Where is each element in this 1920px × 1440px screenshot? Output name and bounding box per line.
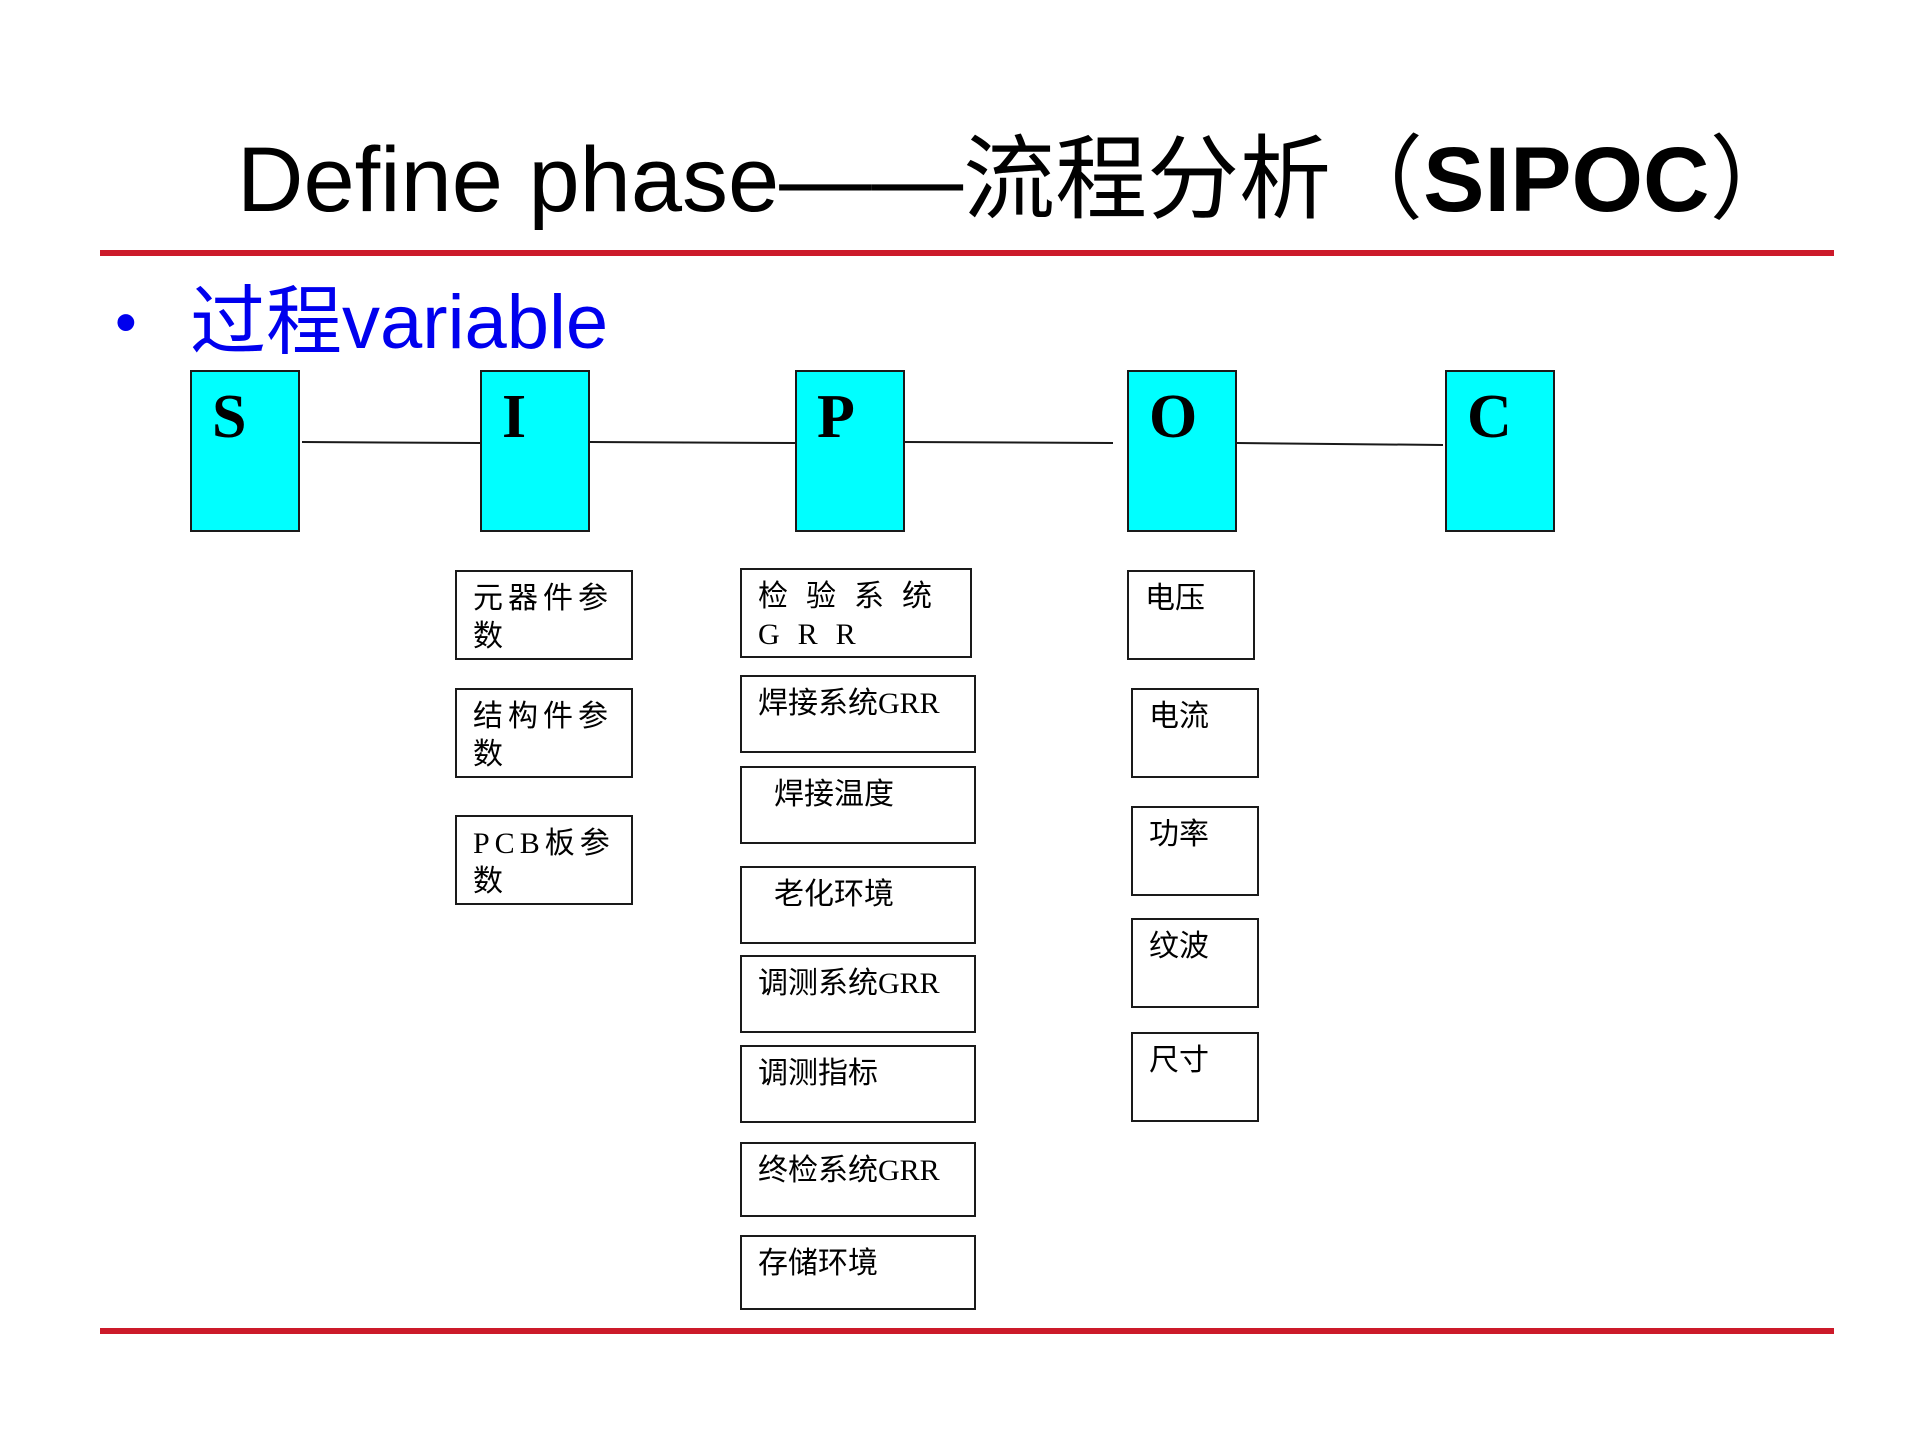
output-item: 纹波 — [1131, 918, 1259, 1008]
process-item: 终检系统GRR — [740, 1142, 976, 1217]
page-title: Define phase——流程分析（SIPOC） — [237, 125, 1801, 235]
phase-o-box: O — [1127, 370, 1237, 532]
bullet-text: 过程variable — [190, 280, 609, 365]
output-item: 尺寸 — [1131, 1032, 1259, 1122]
title-prefix: Define phase——流程分析（ — [237, 129, 1424, 231]
output-item: 电压 — [1127, 570, 1255, 660]
top-divider — [100, 250, 1834, 256]
connector-o-c — [1236, 442, 1444, 446]
connector-i-p — [589, 441, 796, 444]
process-item: 存储环境 — [740, 1235, 976, 1310]
process-item: 检验系统GRR — [740, 568, 972, 658]
process-item: 调测指标 — [740, 1045, 976, 1123]
phase-p-box: P — [795, 370, 905, 532]
phase-s-box: S — [190, 370, 300, 532]
bottom-divider — [100, 1328, 1834, 1334]
input-item: 结构件参数 — [455, 688, 633, 778]
process-item: 焊接系统GRR — [740, 675, 976, 753]
process-item: 老化环境 — [740, 866, 976, 944]
connector-s-i — [301, 441, 481, 444]
connector-p-o — [904, 441, 1114, 444]
title-suffix: ） — [1709, 129, 1802, 231]
phase-c-label: C — [1467, 383, 1512, 451]
phase-p-label: P — [817, 383, 855, 451]
phase-i-label: I — [502, 383, 527, 451]
output-item: 电流 — [1131, 688, 1259, 778]
phase-o-label: O — [1149, 383, 1198, 451]
phase-i-box: I — [480, 370, 590, 532]
phase-s-label: S — [212, 383, 247, 451]
input-item: PCB板参数 — [455, 815, 633, 905]
bullet-icon: • — [115, 288, 137, 357]
title-sipoc: SIPOC — [1423, 129, 1710, 231]
process-item: 调测系统GRR — [740, 955, 976, 1033]
output-item: 功率 — [1131, 806, 1259, 896]
process-item: 焊接温度 — [740, 766, 976, 844]
input-item: 元器件参数 — [455, 570, 633, 660]
phase-c-box: C — [1445, 370, 1555, 532]
